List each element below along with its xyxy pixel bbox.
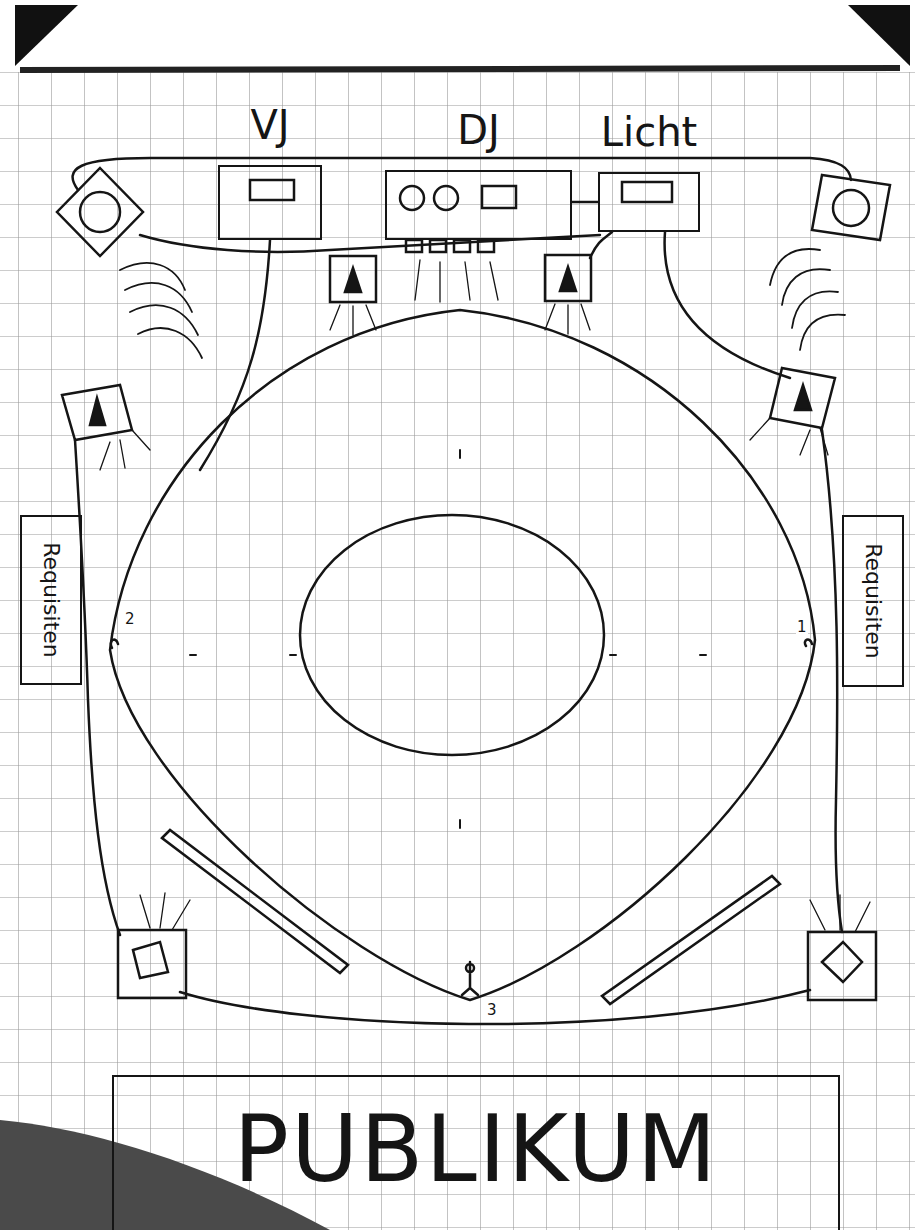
dj-turntable — [434, 186, 458, 210]
cable — [200, 240, 270, 470]
desk-heading: DJ — [457, 108, 500, 152]
dj-turntable — [400, 186, 424, 210]
cable — [665, 232, 790, 378]
light-fixture — [545, 255, 591, 301]
light-fixture-head — [133, 942, 168, 978]
corner-mark — [15, 5, 78, 66]
center-circle — [300, 515, 604, 755]
speaker-cone — [80, 192, 120, 232]
speaker — [812, 175, 890, 240]
screen-panel — [602, 876, 780, 1004]
props-box: Requisiten — [842, 515, 904, 687]
position-number: 3 — [486, 1003, 498, 1018]
desk-box: DJ — [385, 170, 572, 240]
desk-heading: Licht — [601, 110, 697, 154]
screen-panel — [162, 830, 348, 973]
light-fixture — [118, 930, 186, 998]
audience-box: PUBLIKUM — [112, 1075, 840, 1230]
props-box: Requisiten — [20, 515, 82, 685]
grid-paper — [0, 72, 915, 1230]
speaker — [57, 168, 143, 256]
desk-box: VJ — [218, 165, 322, 240]
vj-mixer — [250, 180, 294, 200]
cable-connector — [572, 202, 598, 203]
light-fixture — [330, 256, 376, 302]
sound-waves — [120, 263, 202, 358]
dj-knob — [430, 240, 446, 252]
node-label: Requisiten — [39, 542, 63, 658]
cable — [822, 430, 842, 932]
light-figure — [560, 267, 576, 291]
desk-box: Licht — [598, 172, 700, 232]
light-fixture — [808, 932, 876, 1000]
person-mark — [462, 962, 478, 995]
dj-mixer — [482, 186, 516, 208]
position-number: 2 — [124, 612, 136, 627]
cable — [73, 158, 851, 190]
stage-outline — [110, 310, 815, 1000]
light-beams — [100, 260, 870, 932]
node-label: PUBLIKUM — [234, 1099, 719, 1200]
stage-mark — [111, 640, 812, 648]
light-fixture — [770, 368, 835, 428]
paper-edge — [20, 68, 900, 70]
sound-waves — [770, 249, 845, 350]
light-fixture-head — [822, 942, 862, 982]
speaker-cone — [833, 190, 869, 226]
light-figure — [345, 268, 361, 292]
node-label: Requisiten — [861, 543, 885, 659]
cable — [180, 990, 810, 1024]
cable — [140, 235, 600, 252]
desk-heading: VJ — [250, 103, 289, 147]
position-number: 1 — [796, 620, 808, 635]
light-fixture — [62, 385, 132, 440]
light-figure — [90, 398, 105, 425]
light-console — [622, 182, 672, 202]
cable — [590, 232, 612, 258]
corner-mark — [848, 5, 910, 66]
center-marks — [190, 450, 706, 828]
light-figure — [795, 385, 811, 410]
